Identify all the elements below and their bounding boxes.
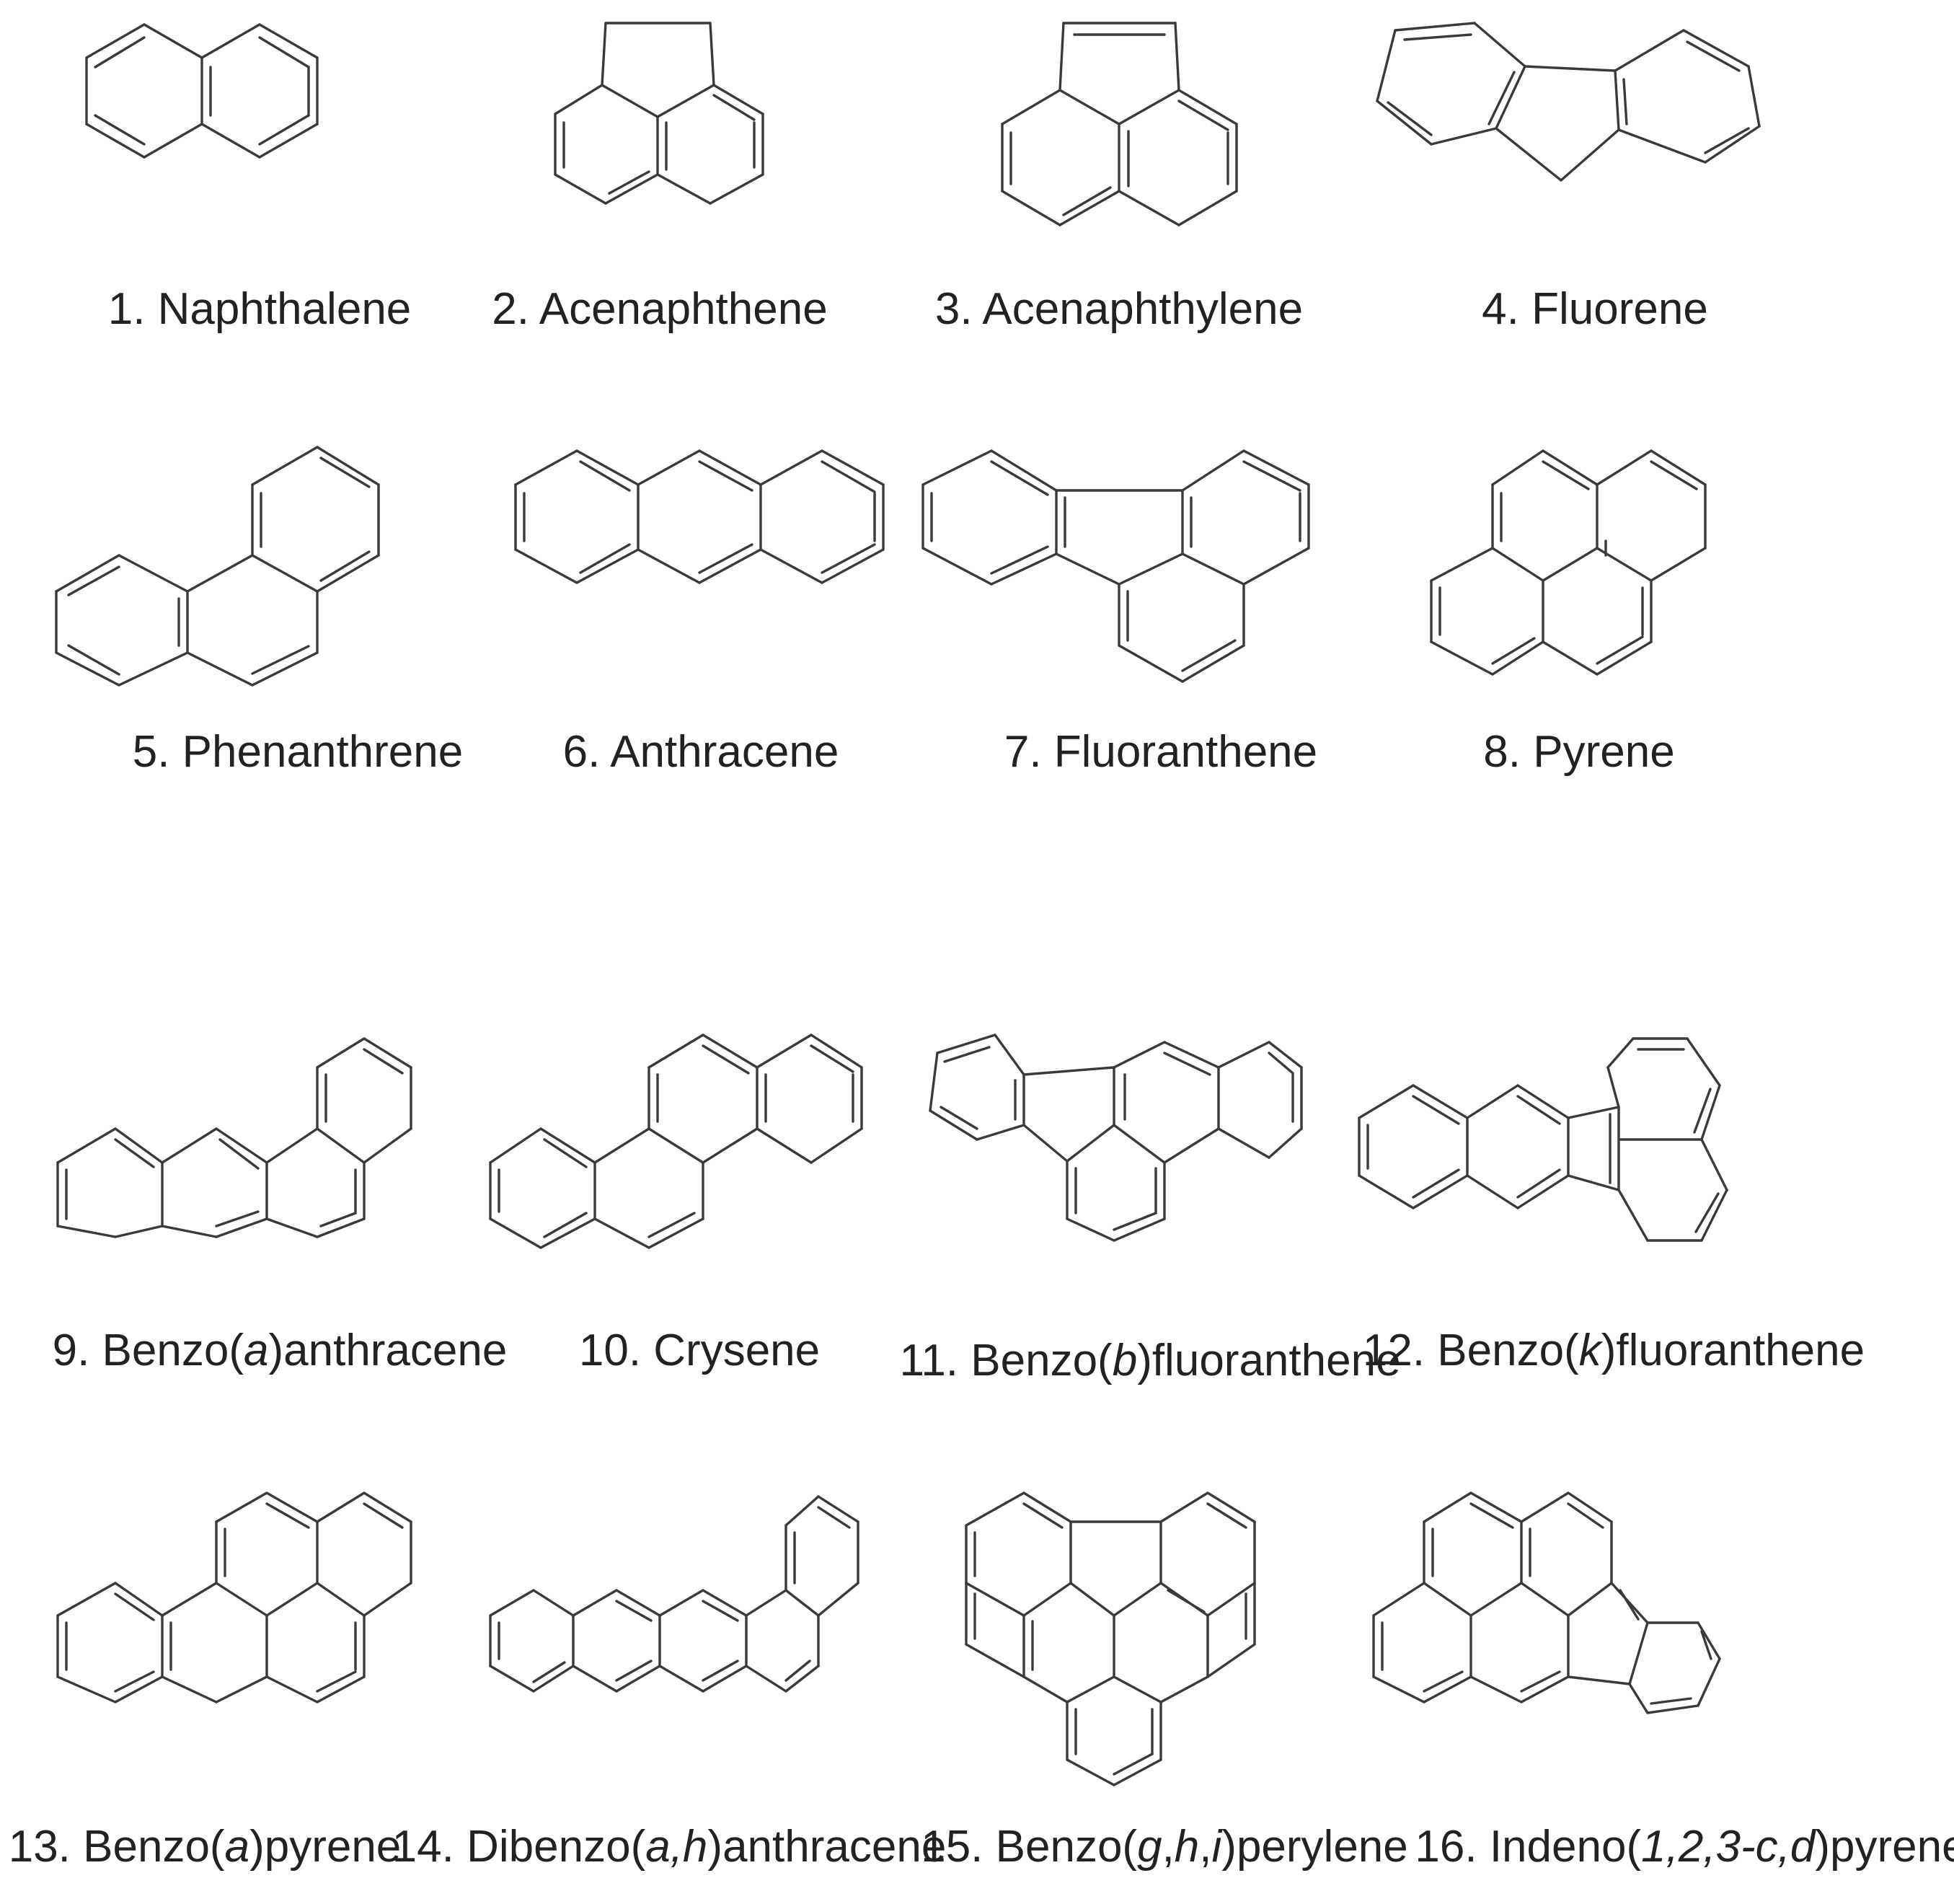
structure-acenaphthylene xyxy=(1001,22,1238,226)
caption-4: 4. Fluorene xyxy=(1482,287,1708,332)
caption-8: 8. Pyrene xyxy=(1483,730,1674,775)
structure-fluoranthene xyxy=(921,449,1310,683)
caption-6: 6. Anthracene xyxy=(563,730,839,775)
caption-text: 1. Naphthalene xyxy=(107,284,412,334)
structure-pyrene xyxy=(1430,449,1707,676)
structure-benzo-ghi-perylene xyxy=(965,1491,1256,1786)
caption-text: 2. Acenaphthene xyxy=(492,284,828,334)
caption-text: 5. Phenanthrene xyxy=(132,727,464,777)
caption-7: 7. Fluoranthene xyxy=(1004,730,1317,775)
caption-16: 16. Indeno(1,2,3-c,d)pyrene xyxy=(1415,1822,1954,1872)
structure-benzo-a-pyrene xyxy=(56,1491,412,1704)
caption-text: 8. Pyrene xyxy=(1483,727,1675,777)
caption-text: 6. Anthracene xyxy=(562,727,839,777)
caption-text: 10. Crysene xyxy=(578,1326,821,1375)
caption-13: 13. Benzo(a)pyrene xyxy=(8,1822,402,1872)
structure-fluorene xyxy=(1376,22,1761,182)
caption-11: 11. Benzo(b)fluoranthene xyxy=(899,1336,1401,1385)
caption-2: 2. Acenaphthene xyxy=(492,287,827,332)
caption-10: 10. Crysene xyxy=(579,1328,820,1373)
structure-dibenz-ah-anthracene xyxy=(489,1495,859,1693)
structure-phenanthrene xyxy=(55,446,380,687)
caption-12: 12. Benzo(k)fluoranthene xyxy=(1362,1326,1865,1375)
structure-benzo-b-fluoranthene xyxy=(929,1033,1303,1242)
caption-text: 3. Acenaphthylene xyxy=(934,284,1304,334)
structure-benz-a-anthracene xyxy=(56,1037,412,1238)
caption-3: 3. Acenaphthylene xyxy=(935,287,1303,332)
structure-anthracene xyxy=(514,449,885,584)
caption-14: 14. Dibenzo(a,h)anthracene xyxy=(392,1822,947,1872)
caption-5: 5. Phenanthrene xyxy=(133,730,464,775)
caption-text: 7. Fluoranthene xyxy=(1004,727,1318,777)
caption-1: 1. Naphthalene xyxy=(108,287,412,332)
structure-benzo-k-fluoranthene xyxy=(1358,1037,1728,1242)
structure-indeno-123cd-pyrene xyxy=(1372,1491,1721,1714)
caption-text: 4. Fluorene xyxy=(1482,284,1708,334)
caption-15: 15. Benzo(g,h,i)perylene xyxy=(921,1822,1408,1872)
structure-chrysene xyxy=(489,1033,863,1249)
caption-9: 9. Benzo(a)anthracene xyxy=(52,1326,508,1375)
structure-naphthalene xyxy=(85,23,319,159)
structure-acenaphthene xyxy=(554,22,764,205)
